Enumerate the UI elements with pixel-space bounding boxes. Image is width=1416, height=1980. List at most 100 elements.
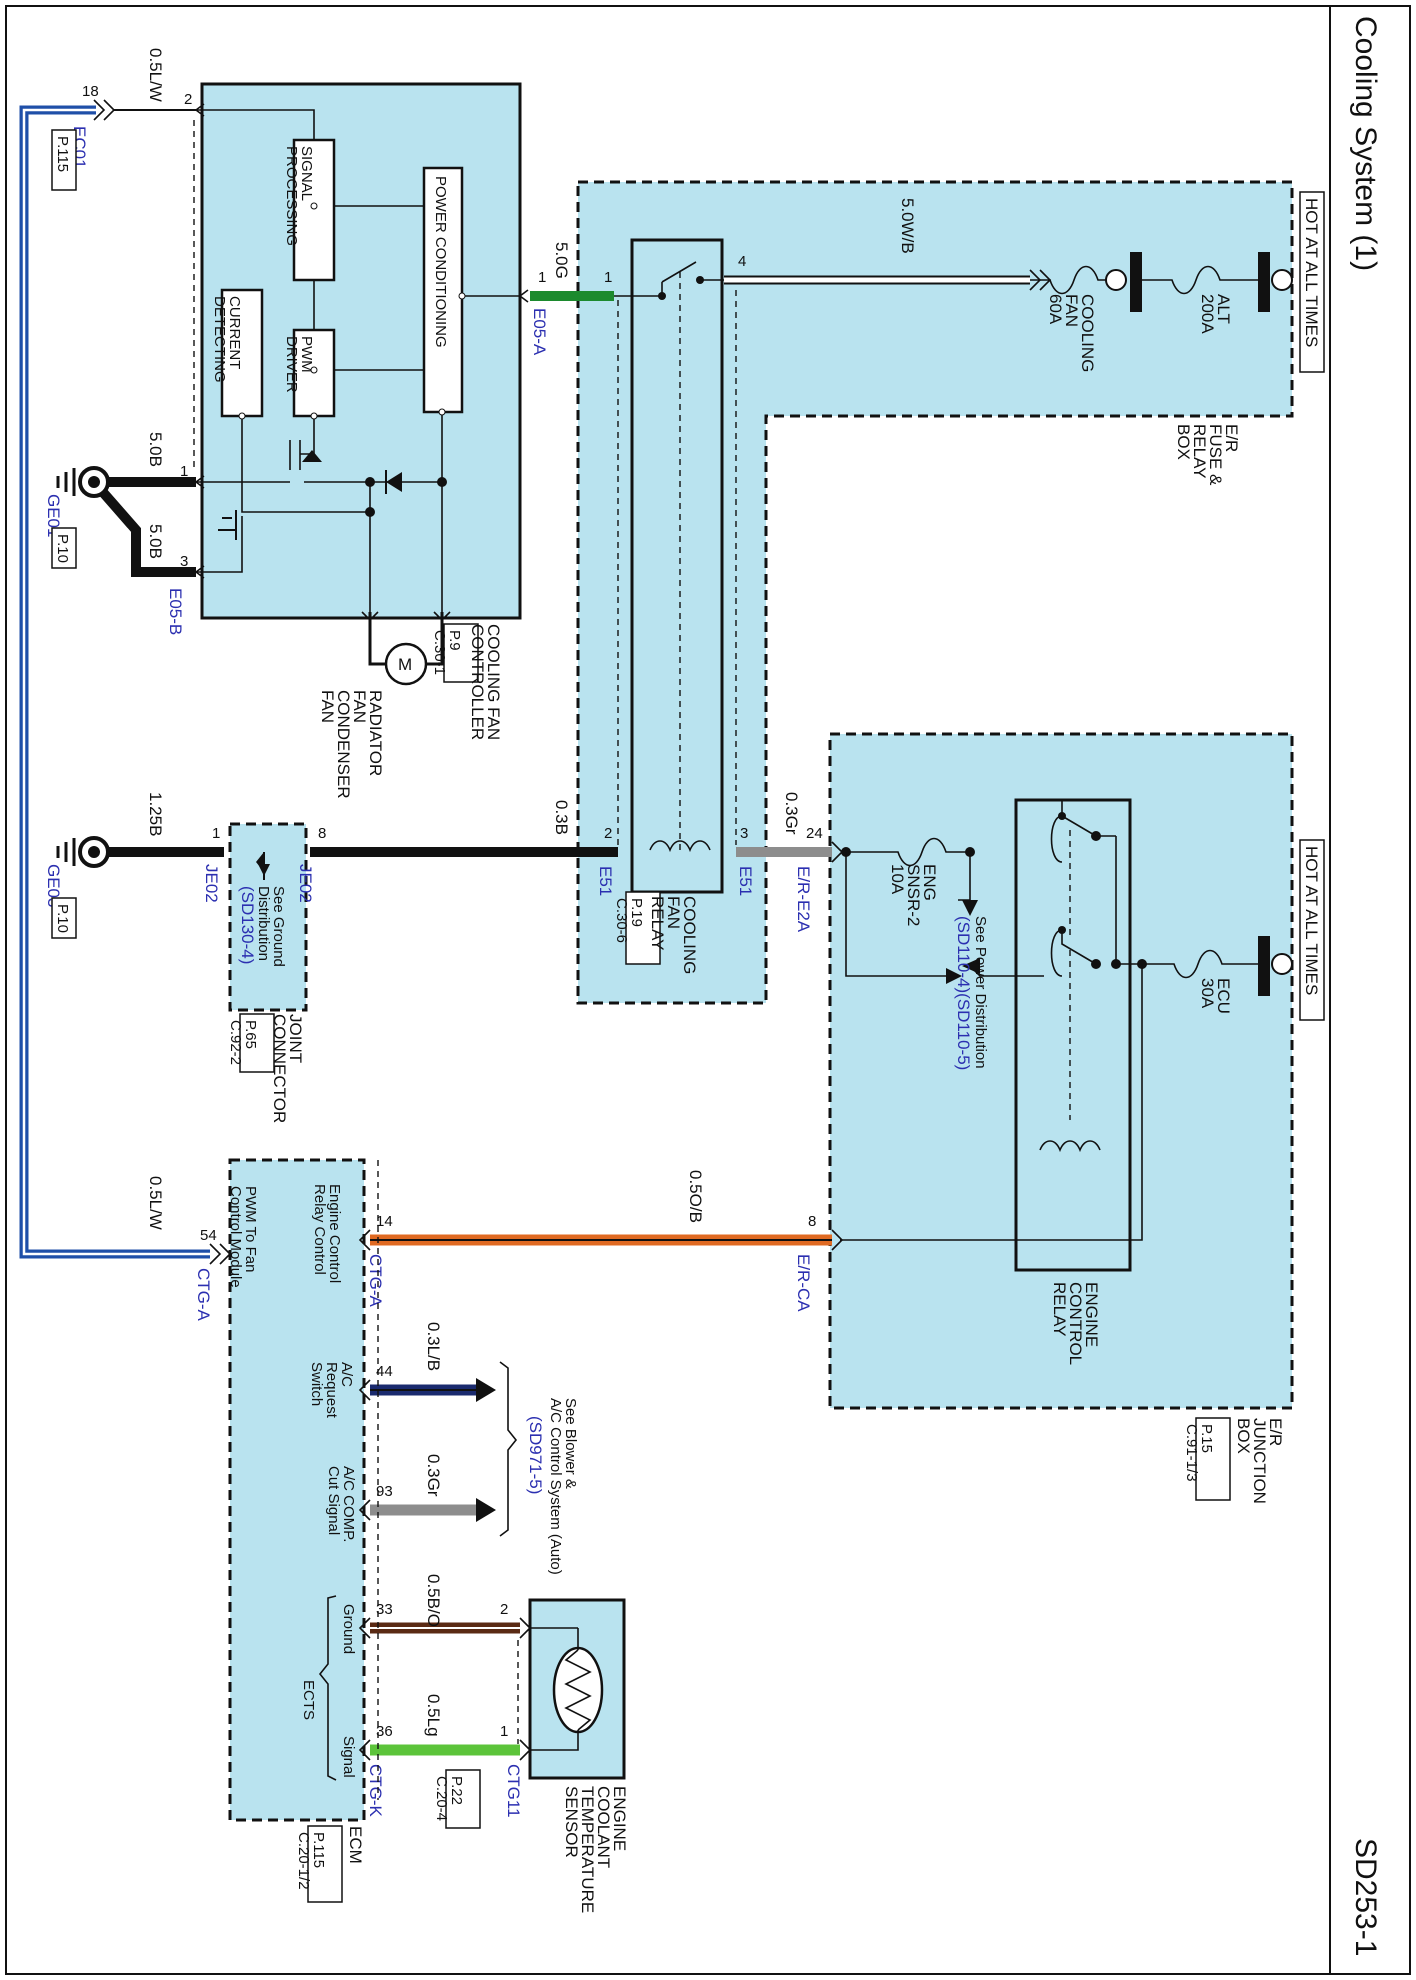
connector-ctg11: CTG11 (504, 1764, 523, 1818)
relay-pin-1: 1 (604, 269, 612, 286)
fan-fuse-label: COOLING FAN 60A (1046, 294, 1097, 377)
ge01-ref-box: P.10 (51, 527, 77, 569)
current-detecting-block: CURRENT DETECTING (211, 288, 264, 418)
ecm-module (230, 1160, 364, 1820)
pin-18: 18 (82, 83, 99, 100)
jb-pin-8: 8 (808, 1213, 816, 1230)
svg-text:POWER CONDITIONING: POWER CONDITIONING (432, 176, 449, 348)
joint-connector (230, 824, 306, 1010)
svg-text:P.9 C.30-1: P.9 C.30-1 (431, 630, 463, 675)
ec01-ref-box: P.115 (51, 129, 77, 191)
connector-ctg-a-1: CTG-A (194, 1268, 213, 1322)
controller-pin-1: 1 (180, 463, 188, 480)
ecu-fuse-icon (1142, 949, 1258, 979)
wire-label-0-5lw-bottom: 0.5L/W (146, 1176, 165, 1230)
svg-text:P.10: P.10 (54, 904, 71, 933)
fan-fuse-icon (1030, 265, 1106, 295)
engine-relay-switch-icon (840, 800, 1143, 1241)
power-link-sd110[interactable]: (SD110-4)(SD110-5) (954, 916, 973, 1070)
engine-control-relay (1014, 798, 1132, 1272)
junction-ref-box: P.15 C.91-1/3 (1183, 1417, 1231, 1501)
sensor-ref-box: P.22 C.20-4 (433, 1769, 481, 1829)
fan-name: RADIATOR FAN CONDENSER FAN (318, 690, 385, 803)
wire-label-0-5lg: 0.5Lg (424, 1694, 443, 1737)
eng-snsr-fuse-label: ENG SNSR-2 10A (888, 864, 939, 931)
ecm-ects-label: ECTS (300, 1680, 317, 1720)
connector-e05-b: E05-B (166, 588, 185, 635)
wire-label-0-3gr-93: 0.3Gr (424, 1454, 443, 1497)
relay-ref-box: P.19 C.30-6 (613, 891, 661, 965)
junction-box-name: E/R JUNCTION BOX (1234, 1418, 1285, 1509)
ects-brace-icon (318, 1595, 337, 1781)
ground-ge01-icon (56, 466, 110, 498)
wire-label-0-5ob: 0.5O/B (686, 1170, 705, 1223)
svg-text:CURRENT DETECTING: CURRENT DETECTING (211, 296, 243, 383)
svg-text:P.15 C.91-1/3: P.15 C.91-1/3 (1183, 1424, 1215, 1482)
connector-ctg-k: CTG-K (366, 1764, 385, 1818)
ge03-ref-box: P.10 (51, 897, 77, 939)
ecm-ac-comp-label: A/C COMP. Cut Signal (325, 1466, 357, 1547)
hot-label-bottom: HOT AT ALL TIMES (1299, 839, 1325, 1021)
wire-0-3gr-93 (370, 1498, 496, 1522)
wire-label-0-3gr: 0.3Gr (782, 792, 801, 835)
blower-text: See Blower & A/C Control System (Auto) (547, 1398, 579, 1575)
svg-text:M: M (398, 655, 412, 674)
svg-text:P.115 C.20-1/2: P.115 C.20-1/2 (295, 1832, 327, 1890)
connector-je02-b: JE02 (202, 864, 221, 903)
junction-box (830, 734, 1292, 1408)
connector-ge01: GE01 (44, 494, 63, 537)
svg-text:P.10: P.10 (54, 534, 71, 563)
wire-5-0wb (724, 269, 1052, 291)
hot-label-top: HOT AT ALL TIMES (1299, 191, 1325, 373)
controller-pin-3: 3 (180, 553, 188, 570)
sensor-pin-2: 2 (500, 1601, 508, 1618)
page-code: SD253-1 (1349, 1838, 1382, 1956)
wire-5-0b-ground (82, 477, 196, 577)
wire-label-5-0b-2: 5.0B (146, 524, 165, 559)
relay-switch-icon (614, 261, 724, 853)
power-dist-arrows-icon (958, 852, 1044, 977)
wire-label-5-0b-1: 5.0B (146, 432, 165, 467)
sensor-name: ENGINE COOLANT TEMPERATURE SENSOR (562, 1786, 629, 1918)
cooling-fan-relay-name: COOLING FAN RELAY (648, 896, 699, 979)
controller-pin-2: 2 (184, 91, 192, 108)
wire-label-5-0wb: 5.0W/B (898, 198, 917, 254)
engine-control-relay-name: ENGINE CONTROL RELAY (1050, 1282, 1101, 1369)
svg-text:P.115: P.115 (54, 136, 71, 172)
e05a-pin-1: 1 (538, 269, 546, 286)
relay-pin-4: 4 (738, 253, 746, 270)
jb-pin-24: 24 (806, 825, 823, 842)
ecm-pin-44: 44 (376, 1363, 393, 1380)
joint-text: See Ground Distribution (255, 886, 287, 971)
fan-motor-icon: M (361, 611, 451, 686)
svg-text:P.19 C.30-6: P.19 C.30-6 (613, 898, 645, 943)
wire-label-0-5bo: 0.5B/O (424, 1574, 443, 1627)
controller-name: COOLING FAN CONTROLLER (468, 624, 503, 745)
battery-bus-icon-2 (1258, 936, 1293, 996)
power-conditioning-block: POWER CONDITIONING (422, 166, 464, 414)
alt-fuse-label: ALT 200A (1198, 294, 1233, 334)
wire-label-0-3b: 0.3B (552, 800, 571, 835)
connector-e51-right: E51 (736, 866, 755, 896)
joint-pin-8: 8 (318, 825, 326, 842)
relay-pin-2: 2 (604, 825, 612, 842)
joint-link-sd130-4[interactable]: (SD130-4) (238, 886, 257, 964)
blower-brace-icon (499, 1361, 518, 1537)
wire-0-3lb (370, 1378, 496, 1402)
connector-e05-a: E05-A (530, 308, 549, 356)
wire-label-1-25b: 1.25B (146, 792, 165, 836)
controller-internal-wiring (196, 109, 520, 612)
svg-text:SIGNAL PROCESSING: SIGNAL PROCESSING (283, 146, 315, 246)
battery-bus-icon (1105, 252, 1293, 312)
ecm-pin-33: 33 (376, 1601, 393, 1618)
controller-ref-box: P.9 C.30-1 (431, 623, 479, 683)
wire-label-5-0g: 5.0G (552, 242, 571, 279)
relay-pin-3: 3 (740, 825, 748, 842)
blower-link-sd971-5[interactable]: (SD971-5) (526, 1416, 545, 1494)
alt-fuse-icon (1142, 265, 1258, 295)
ecu-fuse-label: ECU 30A (1198, 978, 1233, 1019)
connector-e51-left: E51 (596, 866, 615, 896)
svg-text:P.65 C.92-2: P.65 C.92-2 (227, 1020, 259, 1065)
ecm-signal-label: Signal (340, 1736, 357, 1778)
